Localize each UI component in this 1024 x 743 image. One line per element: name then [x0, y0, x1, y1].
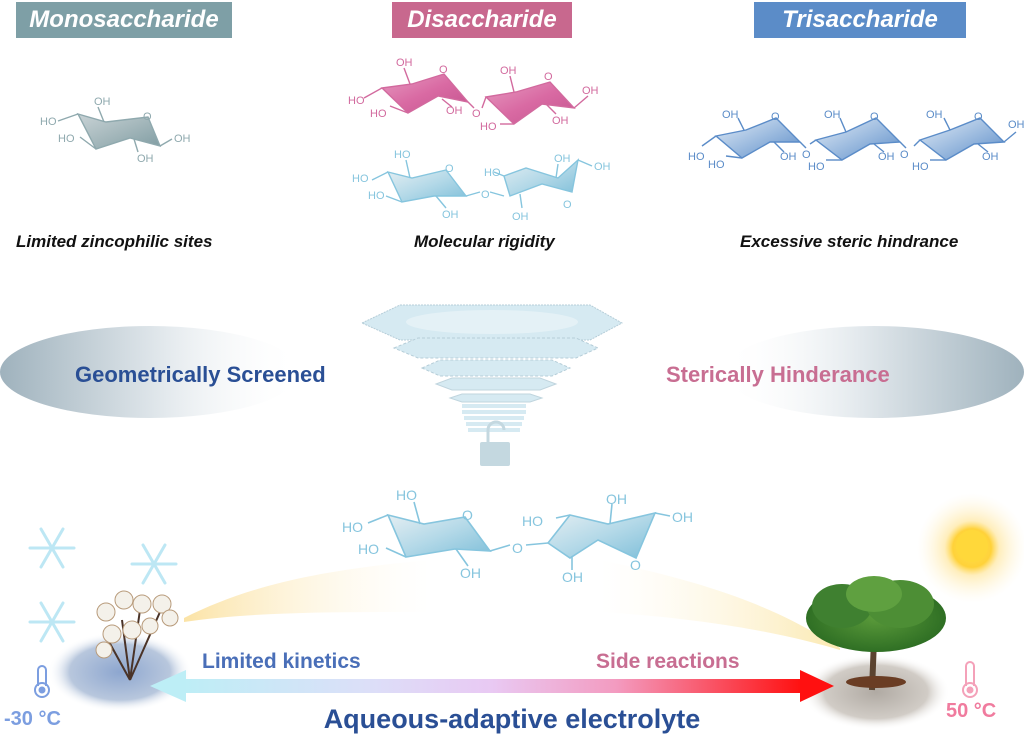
svg-text:HO: HO [708, 159, 725, 171]
svg-text:HO: HO [484, 167, 501, 179]
svg-text:O: O [143, 111, 152, 123]
svg-text:HO: HO [58, 133, 75, 145]
svg-text:HO: HO [912, 161, 929, 173]
svg-text:OH: OH [174, 133, 191, 145]
sun-icon [917, 493, 1024, 603]
svg-text:OH: OH [554, 153, 571, 165]
thermometer-icon-hot [962, 661, 978, 698]
thermometer-icon-cold [34, 665, 50, 698]
cotton-plant-icon [95, 590, 179, 681]
svg-text:O: O [974, 111, 983, 123]
svg-text:HO: HO [348, 95, 365, 107]
tree-icon [806, 576, 946, 691]
sterically-hinderance-label: Sterically Hinderance [666, 362, 890, 387]
svg-text:O: O [439, 64, 448, 76]
disaccharide-molecule-pink: HO HO OH OH O O OH O OH HO OH [348, 57, 599, 133]
temperature-arrow [150, 670, 834, 702]
svg-text:OH: OH [926, 109, 943, 121]
svg-text:OH: OH [94, 96, 111, 108]
padlock-icon [480, 420, 510, 466]
svg-text:OH: OH [722, 109, 739, 121]
svg-text:HO: HO [808, 161, 825, 173]
header-trisaccharide: Trisaccharide [754, 2, 966, 38]
svg-text:O: O [900, 149, 909, 161]
geometrically-screened-label: Geometrically Screened [75, 362, 326, 387]
svg-text:O: O [563, 199, 572, 211]
disaccharide-molecule-selected: HO HO HO OH O O HO OH OH OH O [342, 487, 693, 585]
svg-text:OH: OH [672, 509, 693, 525]
disaccharide-molecule-cyan: HO HO HO OH O O HO OH OH OH O [352, 149, 611, 223]
header-disaccharide: Disaccharide [392, 2, 572, 38]
caption-trisaccharide: Excessive steric hindrance [740, 232, 959, 251]
electrolyte-title: Aqueous-adaptive electrolyte [323, 704, 701, 734]
ho-label: HO [40, 116, 57, 128]
caption-monosaccharide: Limited zincophilic sites [16, 232, 213, 251]
trisaccharide-molecule: HO HO OH OH O O HO OH OH O O HO OH OH O … [688, 109, 1024, 173]
svg-text:HO: HO [480, 121, 497, 133]
svg-text:O: O [630, 557, 641, 573]
svg-text:HO: HO [342, 519, 363, 535]
svg-text:O: O [481, 189, 490, 201]
svg-text:O: O [544, 71, 553, 83]
monosaccharide-molecule: HO HO OH OH OH O [40, 96, 191, 165]
svg-text:HO: HO [368, 190, 385, 202]
dry-ground [802, 654, 950, 730]
svg-text:HO: HO [688, 151, 705, 163]
limited-kinetics-label: Limited kinetics [202, 650, 361, 673]
right-ellipse [724, 326, 1024, 418]
side-reactions-label: Side reactions [596, 650, 740, 673]
header-monosaccharide: Monosaccharide [16, 2, 232, 38]
caption-disaccharide: Molecular rigidity [414, 232, 555, 251]
svg-text:O: O [802, 149, 811, 161]
svg-text:OH: OH [442, 209, 459, 221]
svg-text:O: O [472, 108, 481, 120]
svg-text:HO: HO [394, 149, 411, 161]
svg-text:HO: HO [522, 513, 543, 529]
svg-text:OH: OH [446, 105, 463, 117]
svg-text:OH: OH [824, 109, 841, 121]
funnel-icon [360, 304, 624, 432]
svg-text:HO: HO [396, 487, 417, 503]
svg-text:O: O [512, 540, 523, 556]
svg-text:OH: OH [512, 211, 529, 223]
svg-text:OH: OH [606, 491, 627, 507]
svg-text:O: O [462, 507, 473, 523]
svg-text:OH: OH [1008, 119, 1024, 131]
svg-text:OH: OH [982, 151, 999, 163]
svg-text:OH: OH [137, 153, 154, 165]
svg-text:O: O [771, 111, 780, 123]
light-beam-right [600, 560, 840, 650]
svg-text:OH: OH [562, 569, 583, 585]
hot-temperature: 50 °C [946, 700, 997, 722]
svg-text:O: O [445, 163, 454, 175]
svg-text:OH: OH [396, 57, 413, 69]
svg-text:OH: OH [552, 115, 569, 127]
svg-text:OH: OH [500, 65, 517, 77]
svg-text:OH: OH [582, 85, 599, 97]
svg-text:O: O [870, 111, 879, 123]
svg-text:HO: HO [358, 541, 379, 557]
svg-text:OH: OH [780, 151, 797, 163]
light-beam-left [184, 560, 430, 622]
svg-text:OH: OH [594, 161, 611, 173]
svg-text:OH: OH [878, 151, 895, 163]
svg-text:OH: OH [460, 565, 481, 581]
left-ellipse [0, 326, 300, 418]
svg-text:HO: HO [370, 108, 387, 120]
snow-ground [48, 632, 192, 712]
snowflake-icon [28, 527, 178, 643]
svg-text:HO: HO [352, 173, 369, 185]
cold-temperature: -30 °C [4, 708, 61, 730]
